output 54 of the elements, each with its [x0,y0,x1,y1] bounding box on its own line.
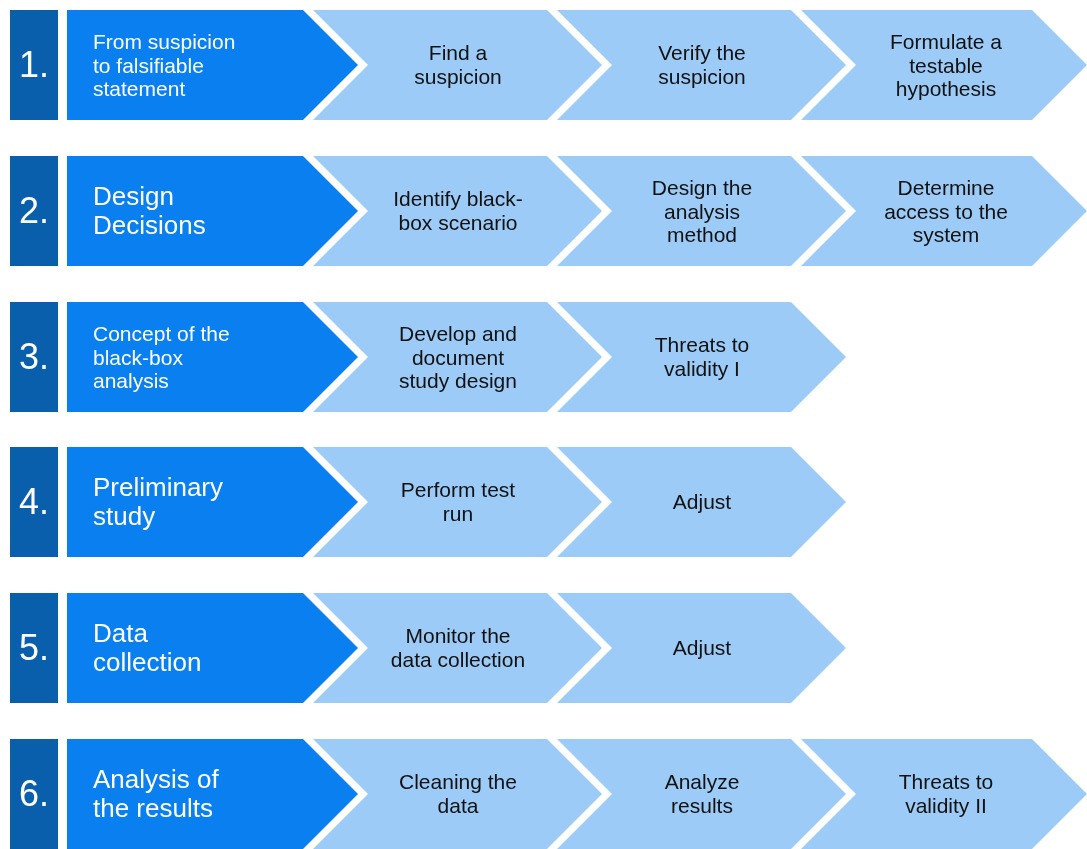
process-step [557,10,846,120]
process-step [557,156,846,266]
process-step [557,302,846,412]
process-step [313,156,602,266]
step-label: Find a suspicion [413,41,503,89]
process-step [313,302,602,412]
process-step [801,10,1087,120]
step-number: 3. [18,336,50,378]
step-label: Analyze results [663,770,741,818]
step-number: 2. [18,190,50,232]
step-label: Design the analysis method [650,175,754,247]
process-step [313,593,602,703]
process-step [313,10,602,120]
step-label: Adjust [671,636,733,660]
step-label: Determine access to the system [883,175,1009,247]
phase-step [67,156,358,266]
step-label: Threats to validity I [653,333,751,381]
step-number: 6. [18,773,50,815]
step-label: Cleaning the data [398,770,518,818]
phase-title: Data collection [93,618,203,678]
number-box [10,593,58,703]
step-label: Threats to validity II [897,770,995,818]
phase-title: Preliminary study [93,472,225,532]
phase-step [67,10,358,120]
process-step [313,739,602,849]
step-label: Formulate a testable hypothesis [888,29,1003,101]
process-step [557,593,846,703]
number-box [10,156,58,266]
process-step [557,739,846,849]
step-label: Develop and document study design [398,321,518,393]
process-step [557,447,846,557]
step-number: 5. [18,627,50,669]
process-step [801,156,1087,266]
step-number: 1. [18,44,50,86]
phase-title: Design Decisions [93,181,207,241]
phase-step [67,302,358,412]
phase-step [67,447,358,557]
process-step [313,447,602,557]
number-box [10,302,58,412]
process-step [801,739,1087,849]
step-label: Verify the suspicion [657,41,747,89]
number-box [10,10,58,120]
step-label: Perform test run [399,478,517,526]
step-label: Monitor the data collection [389,624,527,672]
phase-title: Concept of the black-box analysis [93,321,231,393]
step-label: Identify black-box scenario [392,187,524,235]
phase-step [67,593,358,703]
phase-step [67,739,358,849]
phase-title: From suspicion to falsifiable statement [93,29,237,101]
step-label: Adjust [671,490,733,514]
number-box [10,739,58,849]
phase-title: Analysis of the results [93,764,220,824]
step-number: 4. [18,481,50,523]
number-box [10,447,58,557]
